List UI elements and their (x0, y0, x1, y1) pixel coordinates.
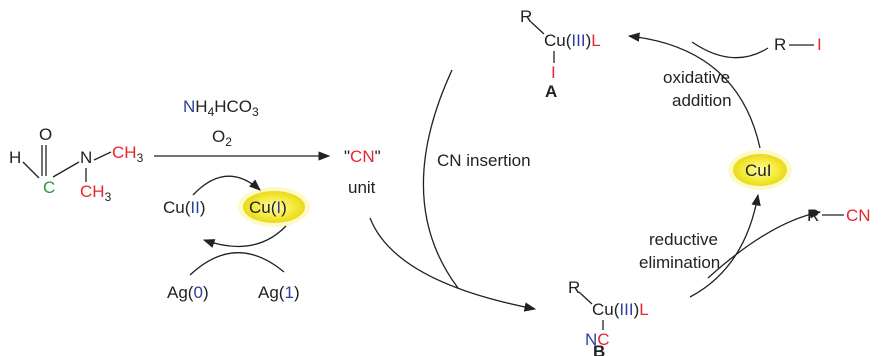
dmf-nitrogen: N (80, 148, 92, 167)
complex-a-copper: Cu(III)L (544, 31, 601, 50)
oxidative-addition-arrow (627, 32, 761, 149)
redox-couple: Cu(II) Cu(I) Ag(0) Ag(1) (163, 175, 310, 302)
dmf-bonds (22, 145, 112, 182)
product-release-arrow (707, 209, 822, 279)
dmf-carbon: C (43, 178, 55, 197)
catalytic-cycle (369, 32, 822, 312)
cn-unit-label: "CN" (344, 147, 381, 166)
reductive-elimination-arrow (689, 193, 761, 298)
reductive-elimination-line1: reductive (649, 230, 718, 249)
cu1-highlight (243, 191, 305, 223)
copper-i-label: Cu(I) (249, 198, 287, 217)
complex-b-copper: Cu(III)L (592, 300, 649, 319)
complex-b-r-bond (578, 291, 593, 305)
complex-b-r: R (568, 278, 580, 297)
cu2-to-cu1-arrow (192, 175, 261, 196)
cn-insertion-inner-arc (422, 69, 459, 289)
complex-a-iodide: I (551, 63, 556, 82)
step-labels: oxidative addition reductive elimination… (437, 68, 732, 272)
cn-insertion-label: CN insertion (437, 151, 531, 170)
dmf-oxygen: O (39, 125, 52, 144)
cui-label: CuI (745, 161, 771, 180)
complex-b-cyanide: NC (585, 330, 610, 349)
complex-a: R Cu(III)L I A (520, 7, 601, 101)
ri-reactant: R I (774, 35, 822, 54)
oxidative-addition-line1: oxidative (663, 68, 730, 87)
rcn-product: R CN (807, 206, 871, 225)
rcn-r: R (807, 206, 819, 225)
reagents: NH4HCO3 O2 (183, 97, 259, 149)
oxidative-addition-line2: addition (672, 91, 732, 110)
dmf-methyl-bottom: CH3 (80, 182, 112, 204)
silver-0-label: Ag(0) (167, 283, 209, 302)
reductive-elimination-line2: elimination (639, 253, 720, 272)
dmf-methyl-top: CH3 (112, 143, 144, 165)
dmf-hydrogen: H (9, 148, 21, 167)
ri-r: R (774, 35, 786, 54)
complex-a-label: A (545, 82, 557, 101)
silver-1-label: Ag(1) (258, 283, 300, 302)
cui-highlight (733, 154, 787, 186)
complex-b: R Cu(III)L NC B (568, 278, 649, 356)
copper-ii-label: Cu(II) (163, 198, 206, 217)
complex-a-r-bond (530, 21, 545, 35)
complex-a-r: R (520, 7, 532, 26)
reagent-ammonium-bicarbonate: NH4HCO3 (183, 97, 259, 119)
reagent-oxygen: O2 (212, 127, 232, 149)
cu1-to-cu2-arrow (202, 225, 287, 248)
dmf-structure: O C H N CH3 CH3 (9, 125, 144, 204)
cn-insertion-arrow (369, 217, 537, 312)
rcn-cyano: CN (846, 206, 871, 225)
ri-iodide: I (817, 35, 822, 54)
complex-b-label: B (593, 342, 605, 356)
cui-catalyst: CuI (728, 150, 792, 190)
cn-unit-word: unit (348, 178, 376, 197)
cn-unit: "CN" unit (344, 147, 381, 197)
ri-entry-arc (691, 41, 769, 59)
ag-redox-arc (189, 252, 285, 276)
